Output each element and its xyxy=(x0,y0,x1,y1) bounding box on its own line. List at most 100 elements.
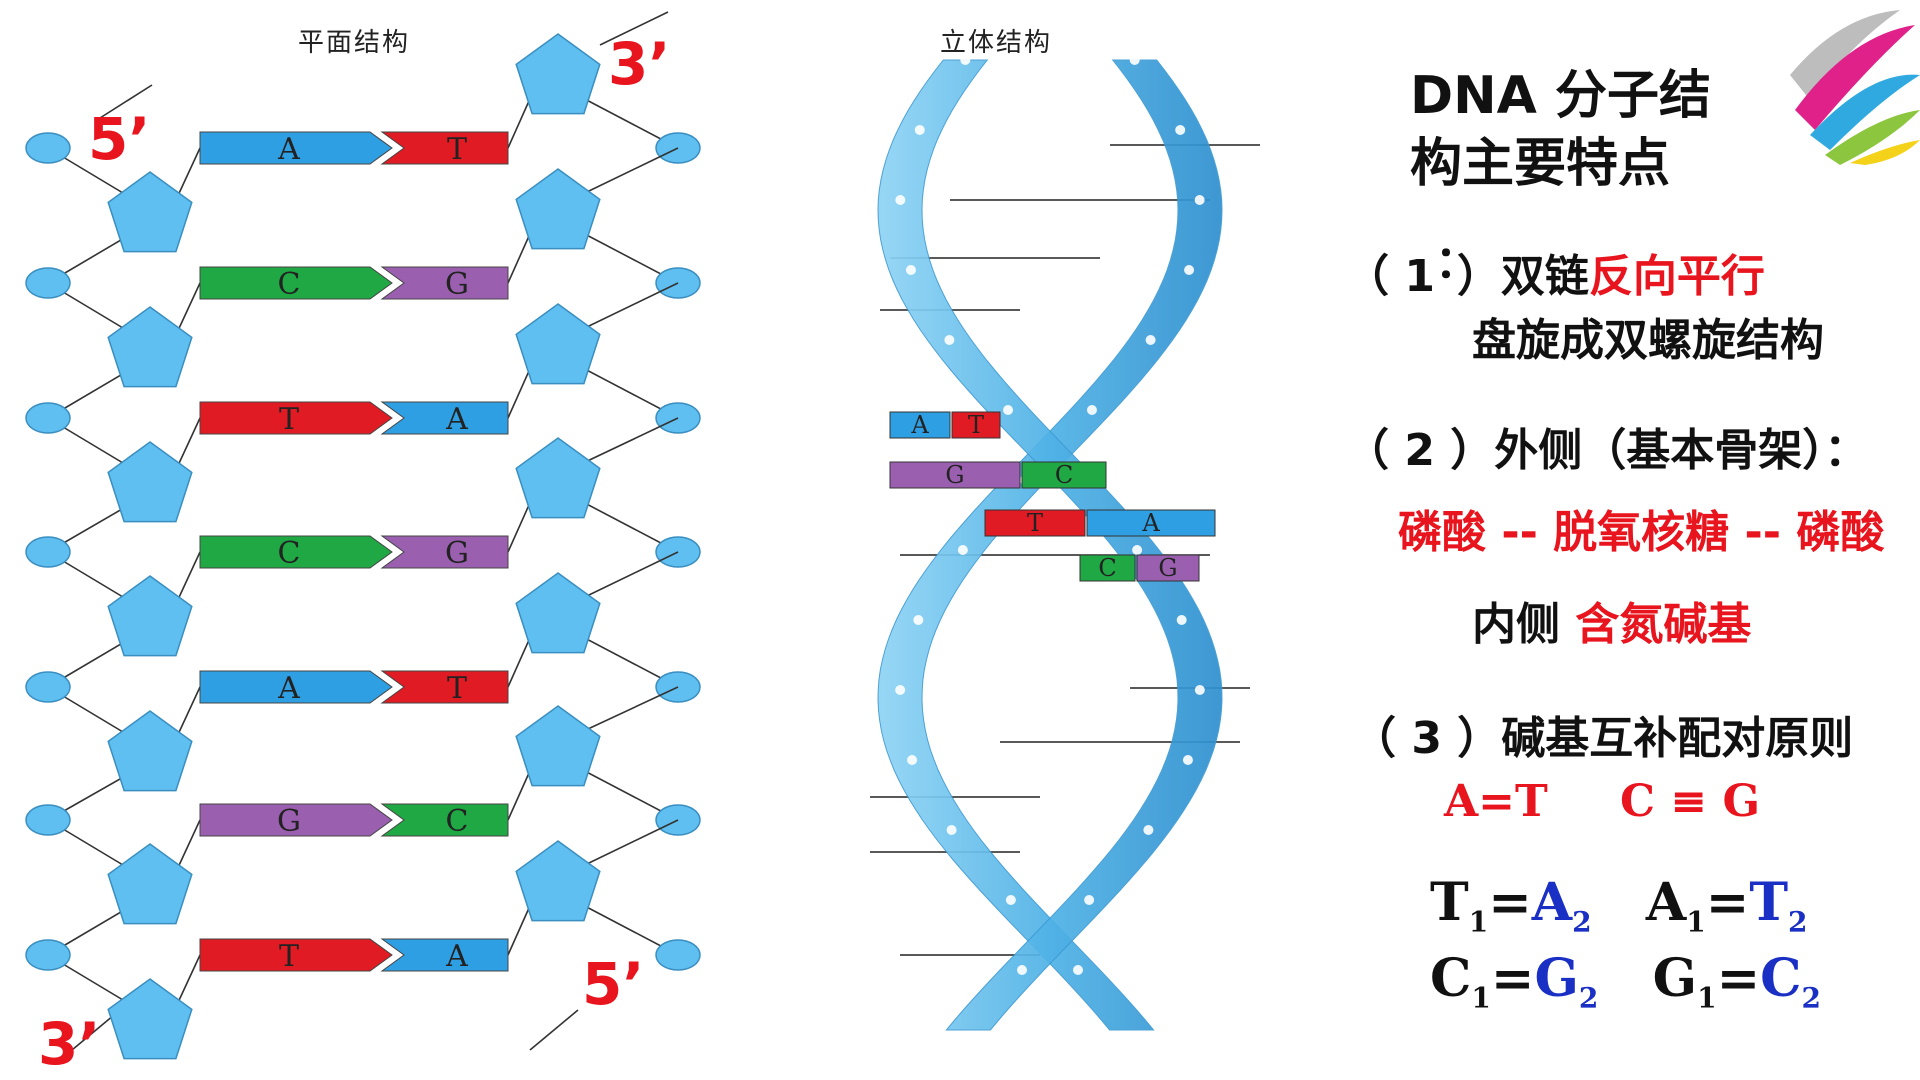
eq-t1-sub: 1 xyxy=(1468,905,1489,939)
base-letter-right: A xyxy=(445,402,468,437)
ribbon-highlight-dot xyxy=(1084,895,1095,905)
phosphate-circle xyxy=(25,671,71,703)
deoxyribose-pentagon xyxy=(107,441,193,523)
helix-letter-right: T xyxy=(968,411,984,439)
inner-highlight: 含氮碱基 xyxy=(1575,599,1752,650)
deoxyribose-pentagon xyxy=(515,705,601,787)
equation-row-1: T1=A2 A1=T2 xyxy=(1430,872,1808,938)
eq-a2-sub: 2 xyxy=(1572,905,1592,939)
ribbon-highlight-dot xyxy=(960,55,971,65)
ribbon-highlight-dot xyxy=(1194,685,1205,695)
label-5-prime-bottom-right: 5’ xyxy=(582,950,645,1018)
ribbon-highlight-dot xyxy=(1145,335,1156,345)
ribbon-highlight-dot xyxy=(1132,545,1143,555)
base-t-left xyxy=(199,938,393,972)
deoxyribose-pentagon xyxy=(107,843,193,925)
point-2-backbone: 磷酸 -- 脱氧核糖 -- 磷酸 xyxy=(1398,507,1885,558)
helix-strand-1 xyxy=(877,59,1223,1031)
rule-c-g: C ≡ G xyxy=(1620,776,1761,827)
base-letter-left: A xyxy=(277,132,300,167)
ribbon-highlight-dot xyxy=(944,335,955,345)
ribbon-highlight-dot xyxy=(1175,125,1186,135)
eq-a2: A xyxy=(1531,872,1573,933)
base-letter-right: C xyxy=(446,804,469,839)
phosphate-circle xyxy=(25,939,71,971)
ribbon-highlight-dot xyxy=(1184,265,1195,275)
eq-a1: A xyxy=(1645,872,1687,933)
helix-letter-left: T xyxy=(1027,509,1043,537)
eq-a1-sub: 1 xyxy=(1686,905,1706,939)
ribbon-highlight-dot xyxy=(946,825,957,835)
ribbon-highlight-dot xyxy=(1086,405,1097,415)
ribbon-highlight-dot xyxy=(895,195,906,205)
phosphate-circle xyxy=(25,267,71,299)
eq-g2-sub: 2 xyxy=(1578,981,1599,1015)
planar-caption: 平面结构 xyxy=(298,28,411,58)
features-title: DNA 分子结 构主要特点 xyxy=(1410,62,1711,198)
helix-letter-right: A xyxy=(1141,509,1160,537)
deoxyribose-pentagon xyxy=(515,437,601,519)
ribbon-highlight-dot xyxy=(907,755,918,765)
helix-base-t xyxy=(984,509,1086,537)
base-t-left xyxy=(199,401,393,435)
base-t-right xyxy=(380,670,509,704)
deoxyribose-pentagon xyxy=(107,978,193,1060)
base-g-right xyxy=(380,535,509,569)
helix-base-g xyxy=(889,461,1021,489)
base-c-right xyxy=(380,803,509,837)
ribbon-highlight-dot xyxy=(1016,965,1027,975)
backbone-end-line xyxy=(99,84,153,119)
base-g-right xyxy=(380,266,509,300)
ribbon-highlight-dot xyxy=(1176,615,1187,625)
base-letter-right: T xyxy=(447,671,467,706)
phosphate-circle xyxy=(25,536,71,568)
ribbon-highlight-dot xyxy=(905,265,916,275)
base-a-left xyxy=(199,131,393,165)
eq-t2: T xyxy=(1749,872,1789,933)
eq-g1: G xyxy=(1652,948,1698,1009)
base-a-right xyxy=(380,401,509,435)
helix-caption: 立体结构 xyxy=(940,28,1053,58)
eq-sign-3: = xyxy=(1490,948,1535,1009)
point-1-close: ）双链 xyxy=(1456,251,1589,302)
base-c-left xyxy=(199,535,393,569)
eq-g2: G xyxy=(1534,948,1579,1009)
base-letter-right: G xyxy=(445,536,469,571)
helix-letter-left: C xyxy=(1098,554,1116,582)
eq-c1-sub: 1 xyxy=(1471,981,1491,1015)
deoxyribose-pentagon xyxy=(515,33,601,115)
base-letter-left: C xyxy=(278,536,301,571)
ribbon-highlight-dot xyxy=(895,685,906,695)
equation-row-2: C1=G2 G1=C2 xyxy=(1430,948,1821,1014)
backbone-end-line xyxy=(529,1009,579,1051)
eq-t2-sub: 2 xyxy=(1788,905,1808,939)
eq-c1: C xyxy=(1430,948,1472,1009)
eq-c2-sub: 2 xyxy=(1801,981,1822,1015)
ribbon-highlight-dot xyxy=(1194,195,1205,205)
title-line-1: DNA 分子结 xyxy=(1410,66,1712,126)
eq-c2: C xyxy=(1760,948,1802,1009)
phosphate-circle xyxy=(25,804,71,836)
helix-base-t xyxy=(951,411,1001,439)
base-c-left xyxy=(199,266,393,300)
helix-base-a xyxy=(889,411,951,439)
point-1-prefix: （ 1 xyxy=(1345,251,1435,302)
eq-sign-4: = xyxy=(1716,948,1761,1009)
ribbon-highlight-dot xyxy=(1005,895,1016,905)
base-a-left xyxy=(199,670,393,704)
base-letter-right: T xyxy=(447,132,467,167)
base-a-right xyxy=(380,938,509,972)
ribbon-highlight-dot xyxy=(1003,405,1014,415)
deoxyribose-pentagon xyxy=(515,303,601,385)
helix-letter-right: G xyxy=(1158,554,1177,582)
deoxyribose-pentagon xyxy=(515,168,601,250)
phosphate-circle xyxy=(655,939,701,971)
title-line-2: 构主要特点 xyxy=(1410,134,1671,194)
inner-label: 内侧 xyxy=(1472,599,1560,650)
